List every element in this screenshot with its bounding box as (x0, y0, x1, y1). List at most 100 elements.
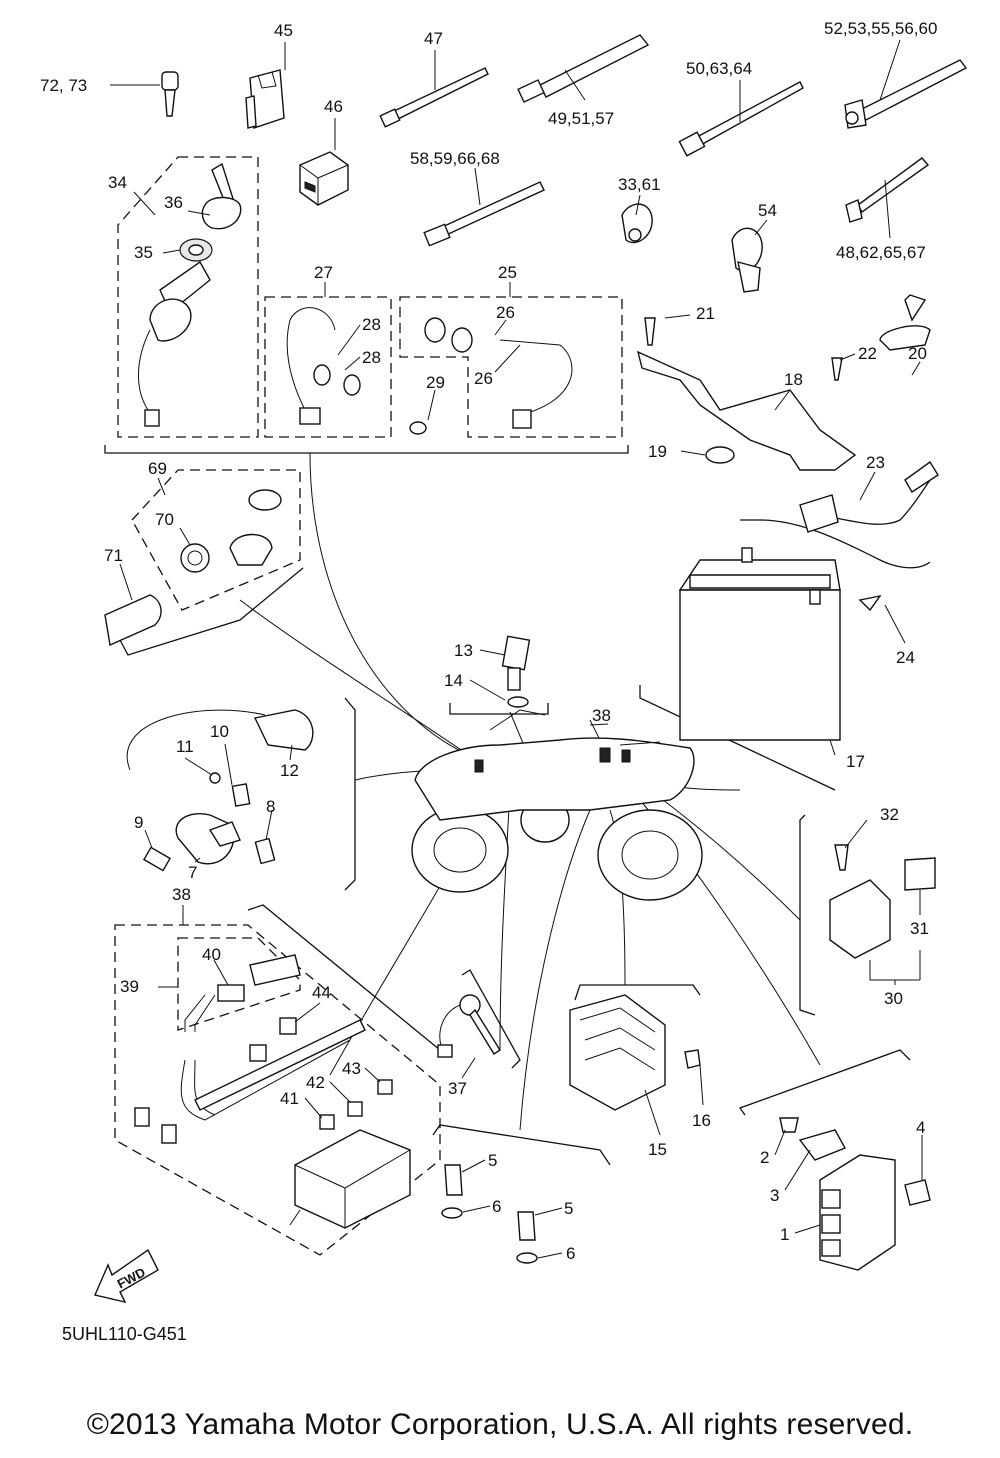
rectifier-15 (569, 994, 701, 1111)
diagram-code: 5UHL110-G451 (62, 1324, 187, 1344)
callout: 24 (896, 648, 915, 667)
callout: 11 (176, 737, 194, 756)
callout: 54 (758, 201, 777, 220)
cable-tie-47 (379, 67, 489, 128)
callout: 2 (760, 1148, 769, 1167)
key-part (161, 71, 179, 117)
band-49 (517, 34, 650, 103)
ignition-coil (126, 709, 314, 872)
callout: 1 (780, 1225, 789, 1244)
coupler-45 (245, 69, 285, 129)
callout: 32 (880, 805, 899, 824)
callout: 33,61 (618, 175, 661, 194)
callout: 15 (648, 1140, 667, 1159)
callout: 13 (454, 641, 473, 660)
callout: 3 (770, 1186, 779, 1205)
callout: 8 (266, 797, 275, 816)
callout: 34 (108, 173, 127, 192)
ignition-switch (138, 162, 242, 427)
fwd-label: FWD (115, 1264, 148, 1291)
socket-69 (180, 489, 282, 573)
callout-labels: 72, 73 45 46 47 49,51,57 50,63,64 52,53,… (40, 19, 937, 1263)
callout: 39 (120, 977, 139, 996)
callout: 17 (846, 752, 865, 771)
callout: 9 (134, 813, 143, 832)
bolt-5a (441, 1164, 463, 1219)
callout: 21 (696, 304, 715, 323)
battery-17 (678, 547, 841, 741)
switch-37 (437, 994, 501, 1058)
callout: 25 (498, 263, 517, 282)
callout: 71 (104, 546, 123, 565)
band-58 (423, 181, 545, 247)
callout: 69 (148, 459, 167, 478)
tie-48 (845, 157, 930, 223)
tie-50 (678, 81, 804, 157)
fwd-arrow (94, 1248, 159, 1304)
callout: 7 (188, 863, 197, 882)
callout-leaders (110, 39, 923, 1259)
callout: 18 (784, 370, 803, 389)
lead-25 (409, 317, 573, 435)
callout: 14 (444, 671, 463, 690)
callout: 41 (280, 1089, 299, 1108)
callout: 36 (164, 193, 183, 212)
callout: 27 (314, 263, 333, 282)
callout: 49,51,57 (548, 109, 614, 128)
relay-46 (299, 151, 349, 206)
harness-38 (134, 954, 411, 1229)
callout: 4 (916, 1118, 925, 1137)
callout: 31 (910, 919, 929, 938)
callout: 47 (424, 29, 443, 48)
callout: 5 (564, 1199, 573, 1218)
terminal-cap-23 (799, 460, 939, 533)
lead-27 (286, 307, 361, 425)
callout: 5 (488, 1151, 497, 1170)
ecu-1 (779, 1117, 931, 1271)
callout: 44 (312, 983, 331, 1002)
callout: 10 (210, 722, 229, 741)
callout: 50,63,64 (686, 59, 752, 78)
callout: 43 (342, 1059, 361, 1078)
callout: 22 (858, 344, 877, 363)
callout: 16 (692, 1111, 711, 1130)
callout: 38 (172, 885, 191, 904)
group-outlines (114, 156, 623, 1256)
callout: 38 (592, 706, 611, 725)
callout: 29 (426, 373, 445, 392)
callout: 35 (134, 243, 153, 262)
clamp-tie-52 (844, 59, 968, 129)
callout: 26 (474, 369, 493, 388)
callout: 48,62,65,67 (836, 243, 926, 262)
clamp-54 (731, 227, 763, 293)
callout: 40 (202, 945, 221, 964)
bolt-5b (516, 1211, 538, 1264)
sensor-13 (501, 635, 531, 708)
copyright-notice: ©2013 Yamaha Motor Corporation, U.S.A. A… (86, 1408, 914, 1441)
terminal-24 (858, 594, 882, 612)
starter-relay (829, 844, 936, 981)
atv-silhouette (411, 709, 703, 901)
callout: 30 (884, 989, 903, 1008)
parts (94, 34, 968, 1304)
callout: 28 (362, 315, 381, 334)
callout: 26 (496, 303, 515, 322)
callout: 70 (155, 510, 174, 529)
plug-71 (104, 594, 162, 647)
callout: 6 (566, 1244, 575, 1263)
callout: 58,59,66,68 (410, 149, 500, 168)
callout: 42 (306, 1073, 325, 1092)
callout: 6 (492, 1197, 501, 1216)
callout: 72, 73 (40, 76, 87, 95)
callout: 19 (648, 442, 667, 461)
callout: 28 (362, 348, 381, 367)
battery-bracket (636, 294, 931, 471)
clamp-33 (621, 203, 653, 244)
callout: 37 (448, 1079, 467, 1098)
callout: 20 (908, 344, 927, 363)
callout: 23 (866, 453, 885, 472)
callout: 46 (324, 97, 343, 116)
callout: 12 (280, 761, 299, 780)
callout: 45 (274, 21, 293, 40)
